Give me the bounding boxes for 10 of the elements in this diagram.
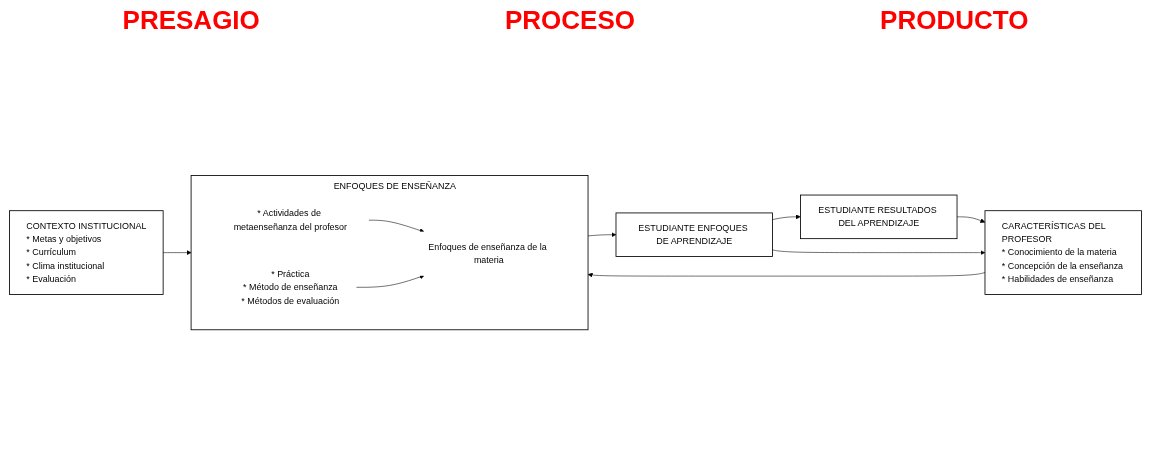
column-heading: PRODUCTO [880,4,1029,36]
node-text: * Práctica * Método de enseñanza * Métodos de evaluación [241,269,340,306]
node-box: CARACTERÍSTICAS DEL PROFESOR * Conocimiento de la materia * Concepción de la enseñanza * Habilidades de enseñanza [984,210,1142,296]
column-heading: PRESAGIO [122,4,260,36]
node-text: * Actividades de metaenseñanza del profesor [233,208,348,232]
node-box: ESTUDIANTE ENFOQUES DE APRENDIZAJE [615,212,773,258]
column-heading: PROCESO [504,4,635,36]
node-box: CONTEXTO INSTITUCIONAL * Metas y objetivos * Currículum * Clima institucional * Evaluación [9,210,164,296]
node-text: Enfoques de enseñanza de la materia [428,242,547,266]
node-box: ESTUDIANTE RESULTADOS DEL APRENDIZAJE [800,195,958,240]
